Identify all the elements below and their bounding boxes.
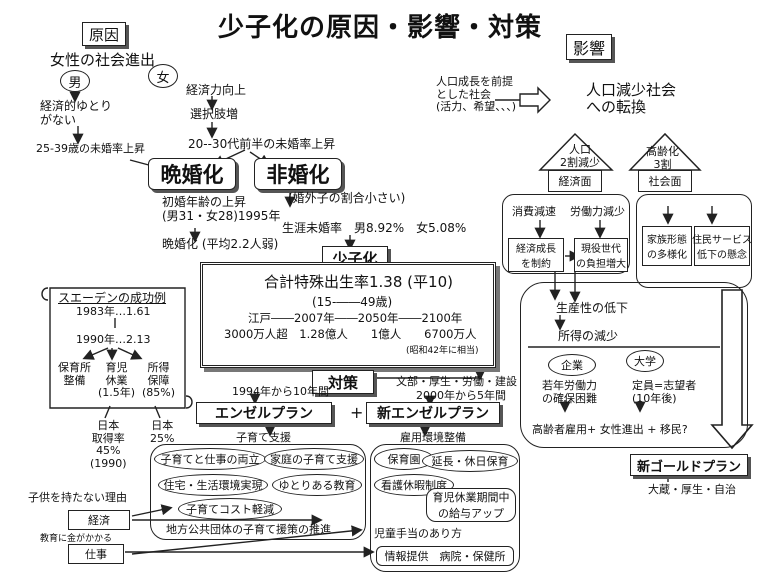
housing-oval: 住宅・生活環境実現 — [158, 474, 268, 496]
economy-box: 経済面 — [548, 170, 602, 192]
male-label: 男 — [68, 75, 82, 91]
female-label: 女 — [156, 70, 170, 86]
education-label: ゆとりある教育 — [278, 479, 356, 492]
male-oval: 男 — [60, 70, 90, 92]
aging-text: 高齢化 3割 — [646, 145, 679, 171]
capacity-text: 定員=志望者 (10年後) — [632, 379, 697, 405]
service-box: 住民サービス 低下の懸念 — [692, 226, 752, 266]
core-panel — [200, 262, 496, 368]
leave-pay-label: 育児休業期間中 の給与アップ — [432, 491, 510, 520]
non-marriage-box: 非婚化 — [254, 158, 342, 190]
measures-label: 対策 — [312, 370, 374, 394]
work-life-label: 子育てと仕事の両立 — [160, 453, 260, 466]
women-society-text: 女性の社会進出 — [50, 51, 156, 69]
age25-39-text: 25-39歳の未婚率上昇 — [36, 142, 145, 155]
company-label: 企業 — [561, 359, 583, 372]
burden-box: 現役世代 の負担増大 — [574, 238, 628, 272]
timeline-text: 江戸――2007年――2050年――2100年 — [248, 311, 463, 325]
home-childcare-oval: 家庭の子育て支援 — [264, 448, 364, 470]
company-oval: 企業 — [548, 354, 596, 376]
leave-pay-box: 育児休業期間中 の給与アップ — [426, 488, 516, 522]
productivity-text: 生産性の低下 — [556, 301, 629, 315]
effects-lower-group — [520, 282, 748, 448]
home-childcare-label: 家庭の子育て支援 — [270, 453, 358, 466]
work-life-oval: 子育てと仕事の両立 — [154, 448, 266, 470]
labor-text: 労働力減少 — [570, 205, 625, 218]
education-oval: ゆとりある教育 — [272, 474, 362, 496]
sweden-item-leave: 育児 休業 (1.5年) — [98, 361, 136, 400]
sweden-item-income: 所得 保障 (85%) — [142, 361, 176, 400]
university-label: 大学 — [634, 355, 656, 368]
economy-reason-box: 経済 — [68, 510, 130, 530]
extended-oval: 延長・休日保育 — [422, 450, 518, 472]
japan-pct-text: 日本 25% — [150, 419, 175, 445]
sweden-1983: 1983年…1.61 — [76, 305, 151, 318]
economy-group — [502, 194, 630, 274]
angel-plan-box: エンゼルプラン — [196, 402, 332, 424]
sweden-title: スエーデンの成功例 — [58, 291, 167, 305]
outside-children-text: (婚外子の割合小さい) — [288, 191, 406, 205]
new-since-text: 2000年から5年間 — [416, 389, 506, 402]
transition-text: 人口減少社会 への転換 — [586, 81, 677, 117]
university-oval: 大学 — [626, 350, 664, 372]
cost-reduce-oval: 子育てコスト軽減 — [178, 498, 282, 520]
employment-text: 雇用環境整備 — [400, 431, 466, 444]
young-labor-text: 若年労働力 の確保困難 — [542, 379, 597, 405]
population-text: 3000万人超 1.28億人 1億人 6700万人 — [224, 327, 477, 341]
plus-sign: + — [350, 403, 364, 422]
elderly-text: 高齢者雇用+ 女性進出 + 移民? — [532, 423, 688, 436]
effects-label: 影響 — [566, 34, 612, 60]
info-box: 情報提供 病院・保健所 — [376, 546, 514, 566]
employment-group — [370, 444, 520, 572]
nursery-label: 保育園 — [387, 453, 421, 466]
ministries-text: 文部・厚生・労働・建設 — [396, 375, 517, 388]
sweden-item-nursery: 保育所 整備 — [58, 361, 91, 387]
extended-label: 延長・休日保育 — [431, 455, 509, 468]
late-child-text: 晩婚化 (平均2.2人弱) — [162, 237, 279, 251]
age-range-text: (15-――49歳) — [312, 295, 393, 309]
childcare-group — [150, 444, 366, 540]
info-label: 情報提供 病院・保健所 — [384, 550, 506, 563]
cost-reduce-label: 子育てコスト軽減 — [186, 503, 274, 516]
housing-label: 住宅・生活環境実現 — [163, 479, 263, 492]
childcare-support-text: 子育て支援 — [236, 431, 291, 444]
econ-comfort-text: 経済的ゆとり がない — [40, 99, 113, 127]
society-box: 社会面 — [638, 170, 692, 192]
lifetime-unmarried-text: 生涯未婚率 男8.92% 女5.08% — [282, 221, 467, 235]
econ-up-text: 経済力向上 — [186, 83, 247, 97]
allowance-text: 児童手当のあり方 — [374, 527, 462, 540]
society-group — [636, 194, 752, 288]
income-text: 所得の減少 — [558, 329, 619, 343]
work-reason-box: 仕事 — [68, 544, 124, 564]
age20-30-text: 20--30代前半の未婚率上昇 — [188, 137, 336, 151]
tfr-text: 合計特殊出生率1.38 (平10) — [264, 273, 453, 291]
sweden-1990: 1990年…2.13 — [76, 333, 151, 346]
late-marriage-box: 晩婚化 — [148, 158, 236, 190]
local-gov-text: 地方公共団体の子育て援策の推進 — [166, 523, 331, 536]
pop-decline-text: 人口 2割減少 — [560, 143, 600, 169]
gold-ministries-text: 大蔵・厚生・自治 — [648, 483, 736, 496]
growth-limit-box: 経済成長 を制約 — [508, 238, 564, 272]
first-marriage-text: 初婚年齢の上昇 (男31・女28)1995年 — [162, 195, 281, 223]
nursery-oval: 保育園 — [374, 448, 434, 470]
new-gold-plan-box: 新ゴールドプラン — [630, 454, 748, 476]
family-box: 家族形態 の多様化 — [642, 226, 692, 266]
angel-since-text: 1994年から10年間 — [232, 385, 329, 398]
choices-up-text: 選択肢増 — [190, 107, 239, 121]
economy-note: 教育に金がかかる — [40, 534, 113, 544]
new-angel-plan-box: 新エンゼルプラン — [366, 402, 500, 424]
causes-label: 原因 — [82, 22, 126, 46]
page-title: 少子化の原因・影響・対策 — [218, 13, 543, 43]
female-oval: 女 — [148, 64, 178, 88]
premise-text: 人口成長を前提 とした社会 (活力、希望、、、) — [436, 75, 517, 114]
japan-rate-text: 日本 取得率 45% (1990) — [90, 419, 127, 470]
reasons-title: 子供を持たない理由 — [28, 491, 127, 504]
consumption-text: 消費減速 — [512, 205, 556, 218]
population-note: (昭和42年に相当) — [406, 346, 479, 356]
